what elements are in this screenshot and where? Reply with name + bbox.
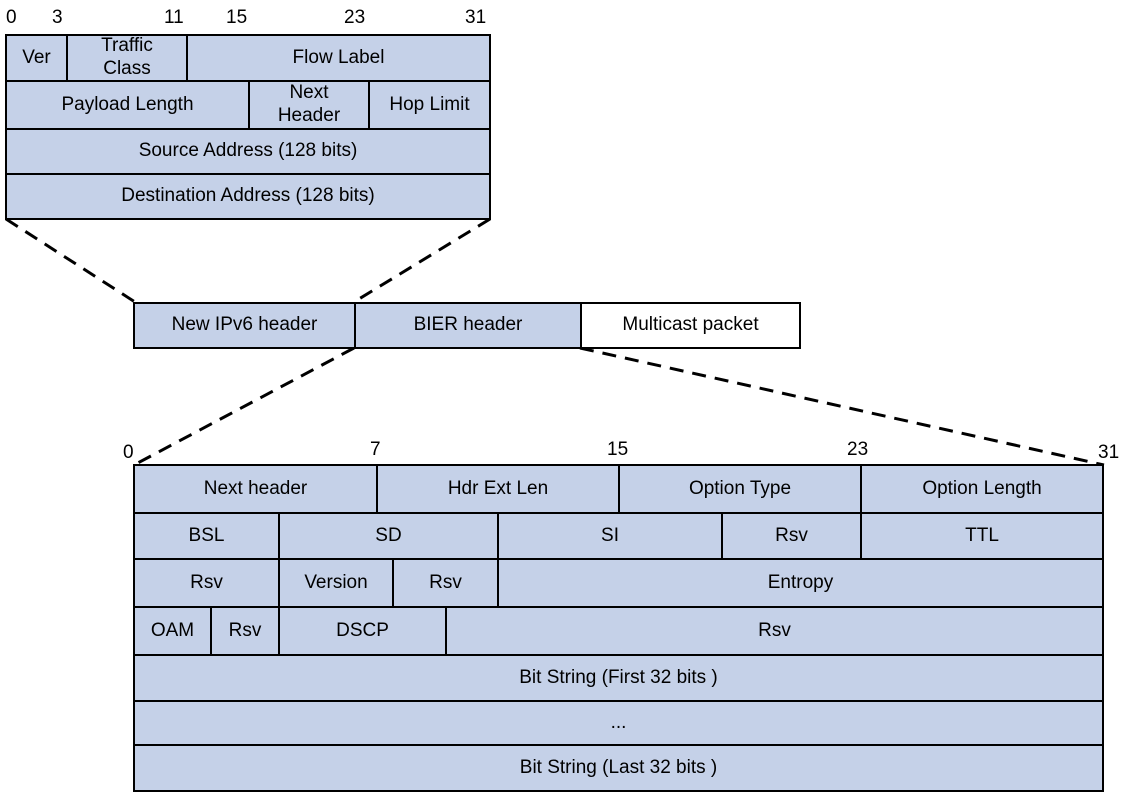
bier-bit-string-last-field: Bit String (Last 32 bits )	[133, 744, 1104, 792]
ipv6-bit-label-0: 0	[6, 7, 17, 28]
zoom-line-bier-left	[133, 346, 355, 467]
bier-bit-string-first-field: Bit String (First 32 bits )	[133, 654, 1104, 702]
ipv6-bit-label-11: 11	[164, 7, 184, 28]
bier-dscp-field: DSCP	[278, 606, 447, 656]
bier-rsv-field: Rsv	[210, 606, 280, 656]
ipv6-bit-label-3: 3	[52, 7, 63, 28]
zoom-line-ipv6-left	[5, 217, 136, 304]
ipv6-ver-field: Ver	[5, 34, 68, 82]
bier-oam-field: OAM	[133, 606, 212, 656]
bier-version-field: Version	[278, 558, 394, 608]
bier-bit-label-15: 15	[607, 439, 629, 460]
bier-rsv-field: Rsv	[721, 512, 862, 560]
ipv6-next-header-field: Next Header	[248, 80, 370, 130]
ipv6-hop-limit-field: Hop Limit	[368, 80, 491, 130]
bier-bit-string-ellipsis-field: ...	[133, 700, 1104, 746]
ipv6-bit-label-15: 15	[226, 7, 248, 28]
bier-si-field: SI	[497, 512, 723, 560]
bier-rsv-field: Rsv	[133, 558, 280, 608]
bier-hdr-ext-len-field: Hdr Ext Len	[376, 464, 620, 514]
bier-bit-label-31: 31	[1098, 442, 1120, 463]
ipv6-source-address-field: Source Address (128 bits)	[5, 128, 491, 175]
bier-bit-label-23: 23	[847, 439, 869, 460]
bier-next-header-field: Next header	[133, 464, 378, 514]
packet-multicast-packet: Multicast packet	[580, 302, 801, 349]
bier-bit-label-7: 7	[370, 439, 381, 460]
ipv6-traffic-class-field: Traffic Class	[66, 34, 188, 82]
ipv6-bit-label-31: 31	[465, 7, 487, 28]
ipv6-payload-length-field: Payload Length	[5, 80, 250, 130]
packet-bier-header: BIER header	[354, 302, 582, 349]
bier-bit-label-0: 0	[123, 442, 134, 463]
bier-bsl-field: BSL	[133, 512, 280, 560]
ipv6-bit-label-23: 23	[344, 7, 366, 28]
bier-option-length-field: Option Length	[860, 464, 1104, 514]
bier-entropy-field: Entropy	[497, 558, 1104, 608]
ipv6-flow-label-field: Flow Label	[186, 34, 491, 82]
bier-option-type-field: Option Type	[618, 464, 862, 514]
bier-sd-field: SD	[278, 512, 499, 560]
ipv6-destination-address-field: Destination Address (128 bits)	[5, 173, 491, 220]
zoom-line-ipv6-right	[353, 217, 491, 304]
zoom-line-bier-right	[579, 346, 1105, 467]
bier-rsv-field: Rsv	[392, 558, 499, 608]
bier-ttl-field: TTL	[860, 512, 1104, 560]
packet-new-ipv6-header: New IPv6 header	[133, 302, 356, 349]
bier-rsv-field: Rsv	[445, 606, 1104, 656]
